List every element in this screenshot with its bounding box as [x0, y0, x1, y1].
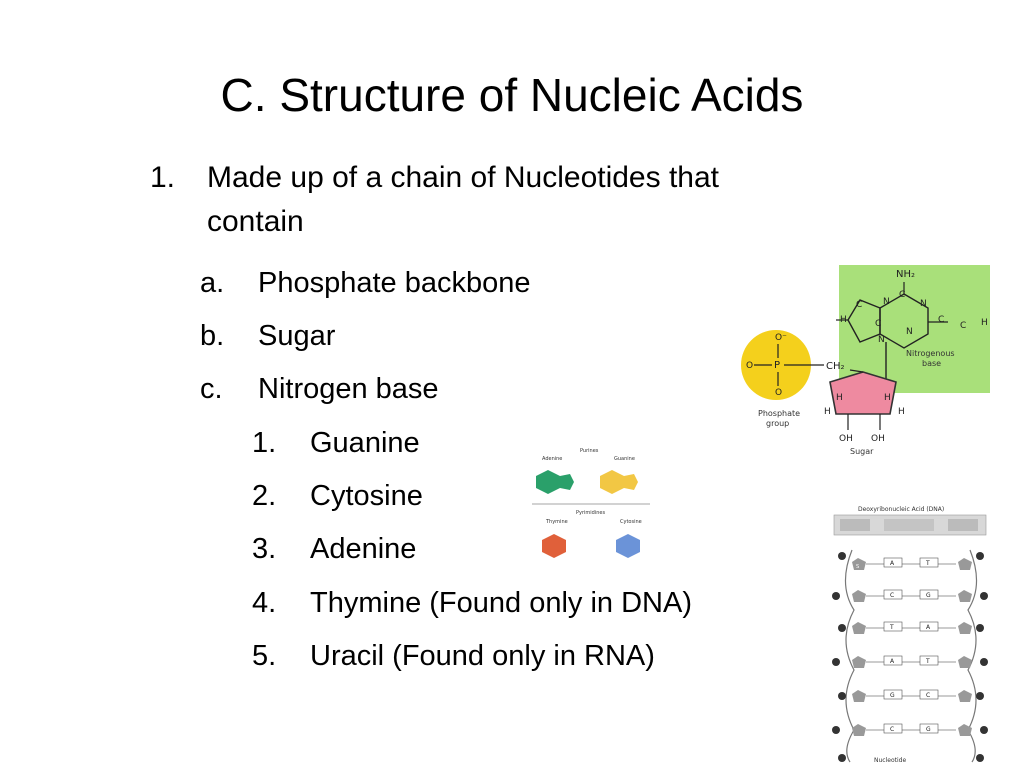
point-1-number: 1.	[150, 161, 176, 194]
point-1-text-line1: Made up of a chain of Nucleotides that	[207, 161, 719, 194]
sub-item-b-text: Sugar	[258, 320, 336, 352]
dna-figure-title: Deoxyribonucleic Acid (DNA)	[858, 506, 944, 513]
thymine-fig-label: Thymine	[545, 519, 568, 525]
base-label-2: base	[922, 359, 941, 368]
dna-base-right-2: G	[926, 592, 931, 599]
c-label-2: C	[856, 300, 862, 310]
o-left-label: O	[746, 361, 753, 371]
adenine-ring	[536, 470, 560, 494]
base-item-guanine-text: Guanine	[310, 427, 420, 459]
dna-pair-2: C G	[832, 589, 988, 602]
base-item-uracil-text: Uracil (Found only in RNA)	[310, 640, 655, 672]
dna-base-left-2: C	[890, 592, 894, 599]
sub-item-a: a. Phosphate backbone	[200, 263, 620, 303]
sub-item-c-marker: c.	[200, 373, 223, 405]
base-item-cytosine-text: Cytosine	[310, 480, 423, 512]
dna-base-right-4: T	[925, 658, 930, 665]
dna-pair-1: S A T	[838, 552, 984, 570]
sub-item-c: c. Nitrogen base	[200, 369, 620, 409]
dna-base-right-1: T	[925, 560, 930, 567]
sugar-pentagon	[829, 371, 897, 415]
n-label-1: N	[883, 297, 890, 307]
dna-base-right-3: A	[926, 624, 931, 631]
dna-base-right-5: C	[926, 692, 930, 699]
sub-item-c-text: Nitrogen base	[258, 373, 439, 405]
n-label-4: N	[878, 335, 885, 345]
o-top-label: O⁻	[775, 333, 787, 343]
base-item-adenine-text: Adenine	[310, 533, 417, 565]
cytosine-ring	[616, 534, 640, 558]
h-right-label: H	[981, 318, 988, 328]
c-label-5: C	[960, 321, 966, 331]
base-item-guanine: 1. Guanine	[252, 423, 772, 463]
guanine-fig-label: Guanine	[614, 456, 635, 462]
p-label: P	[774, 360, 780, 371]
c-label-3: C	[875, 319, 881, 329]
slide-title: C. Structure of Nucleic Acids	[220, 69, 804, 121]
cytosine-fig-label: Cytosine	[620, 519, 642, 525]
pyrimidines-label: Pyrimidines	[576, 510, 605, 516]
base-label-1: Nitrogenous	[906, 349, 955, 358]
nucleotide-label: Nucleotide	[874, 757, 906, 764]
sugar-h-2: H	[884, 393, 891, 403]
n-label-2: N	[920, 299, 927, 309]
dna-base-left-5: G	[890, 692, 895, 699]
dna-base-left-1: A	[890, 560, 895, 567]
sugar-h-3: H	[824, 407, 831, 417]
dna-pair-3: T A	[838, 621, 984, 634]
thymine-ring	[542, 534, 566, 558]
base-item-adenine-marker: 3.	[252, 533, 277, 565]
ch2-label: CH₂	[826, 361, 845, 372]
adenine-fig-label: Adenine	[542, 456, 562, 462]
nucleotide-diagram: NH₂ H H N N N N C C C C C Nitrogenous ba…	[738, 262, 992, 462]
base-item-thymine: 4. Thymine (Found only in DNA)	[252, 583, 772, 623]
sub-item-a-marker: a.	[200, 267, 225, 299]
dna-base-left-3: T	[889, 624, 894, 631]
base-item-thymine-marker: 4.	[252, 587, 277, 619]
n-label-3: N	[906, 327, 913, 337]
base-item-cytosine-marker: 2.	[252, 480, 277, 512]
oh-label-1: OH	[839, 434, 853, 444]
o-bottom-label: O	[775, 388, 782, 398]
point-1: 1. Made up of a chain of Nucleotides tha…	[150, 158, 870, 242]
dna-diagram: Deoxyribonucleic Acid (DNA) S A T C G T …	[828, 500, 994, 766]
phosphate-group-circle	[741, 330, 811, 400]
guanine-ring	[600, 470, 624, 494]
base-item-uracil: 5. Uracil (Found only in RNA)	[252, 636, 772, 676]
base-item-guanine-marker: 1.	[252, 427, 277, 459]
phosphate-label-1: Phosphate	[758, 409, 800, 418]
oh-label-2: OH	[871, 434, 885, 444]
c-label-4: C	[938, 315, 944, 325]
dna-pair-4: A T	[832, 655, 988, 668]
dna-pair-5: G C	[838, 689, 984, 702]
c-label-1: C	[899, 290, 905, 300]
sugar-h-4: H	[898, 407, 905, 417]
bases-diagram: Purines Adenine Guanine Pyrimidines Thym…	[528, 442, 654, 570]
dna-sugar-label: S	[856, 564, 859, 570]
nh2-label: NH₂	[896, 269, 915, 280]
sugar-label: Sugar	[850, 447, 874, 456]
dna-base-left-6: C	[890, 726, 894, 733]
h-left-label: H	[840, 315, 847, 325]
sugar-h-1: H	[836, 393, 843, 403]
purines-label: Purines	[580, 448, 599, 454]
sub-item-b-marker: b.	[200, 320, 225, 352]
dna-base-left-4: A	[890, 658, 895, 665]
sub-item-b: b. Sugar	[200, 316, 620, 356]
dna-base-right-6: G	[926, 726, 931, 733]
sub-item-a-text: Phosphate backbone	[258, 267, 531, 299]
point-1-text-line2: contain	[207, 205, 304, 238]
base-item-cytosine: 2. Cytosine	[252, 476, 772, 516]
phosphate-label-2: group	[766, 419, 789, 428]
dna-pair-6: C G	[832, 723, 988, 736]
base-item-thymine-text: Thymine (Found only in DNA)	[310, 587, 692, 619]
base-item-uracil-marker: 5.	[252, 640, 277, 672]
base-item-adenine: 3. Adenine	[252, 529, 772, 569]
